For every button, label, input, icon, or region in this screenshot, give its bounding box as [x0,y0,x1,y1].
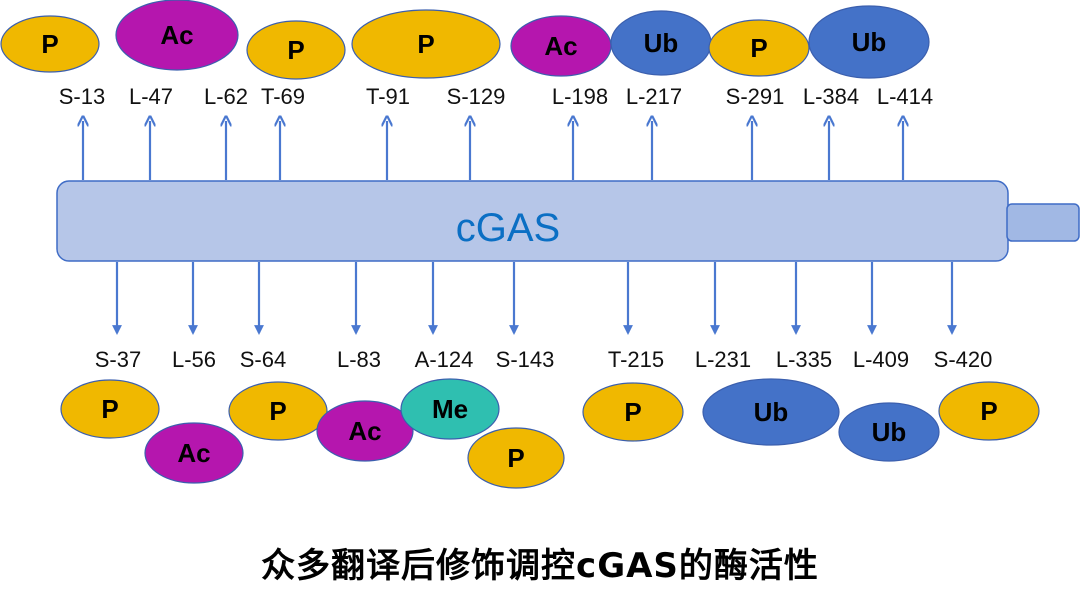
site-label: T-91 [366,84,410,109]
site-label: L-217 [626,84,682,109]
badge-ellipse [246,20,346,80]
modification-badge-ac: Ac [316,400,414,462]
site-label: L-414 [877,84,933,109]
badge-label: Ac [177,438,210,468]
modification-badge-p: P [60,379,160,439]
site-label: L-335 [776,347,832,372]
site-label: S-420 [934,347,993,372]
modification-badge-p: P [938,381,1040,441]
site-label: L-62 [204,84,248,109]
site-label: S-291 [726,84,785,109]
modification-badge-ub: Ub [702,378,840,446]
badge-label: P [41,29,58,59]
site-label: T-69 [261,84,305,109]
badge-ellipse [938,381,1040,441]
site-label: L-384 [803,84,859,109]
bottom-site-labels: S-37 L-56 S-64 L-83 A-124 S-143 T-215 L-231 L-33… [95,347,993,372]
badge-ellipse [228,381,328,441]
badge-ellipse [708,19,810,77]
badge-label: Ub [872,417,907,447]
site-label: L-409 [853,347,909,372]
badge-label: Ub [644,28,679,58]
badge-label: P [750,33,767,63]
top-arrows [83,121,903,180]
badge-label: Ac [544,31,577,61]
site-label: L-47 [129,84,173,109]
badge-label: P [287,35,304,65]
modification-badge-p: P [228,381,328,441]
badge-ellipse [582,382,684,442]
badge-label: P [980,396,997,426]
badge-label: Ub [852,27,887,57]
badge-label: P [624,397,641,427]
badge-ellipse [0,15,100,73]
cgas-protein: cGAS [56,180,1080,262]
badge-label: P [101,394,118,424]
site-label: S-37 [95,347,141,372]
badge-ellipse [144,422,244,484]
modification-badge-p: P [351,9,501,79]
modification-badge-ub: Ub [838,402,940,462]
protein-name: cGAS [456,206,560,250]
badge-label: Ac [160,20,193,50]
modification-badge-me: Me [400,378,500,440]
modification-badge-ac: Ac [144,422,244,484]
modification-badge-ac: Ac [115,0,239,71]
badge-ellipse [702,378,840,446]
badge-label: Me [432,394,468,424]
figure-caption: 众多翻译后修饰调控cGAS的酶活性 [261,546,819,586]
site-label: T-215 [608,347,664,372]
badge-label: P [269,396,286,426]
top-site-labels: S-13 L-47 L-62 T-69 T-91 S-129 L-198 L-217 S-291… [59,84,933,109]
badge-ellipse [400,378,500,440]
modification-badge-p: P [582,382,684,442]
badge-ellipse [838,402,940,462]
modification-badge-p: P [0,15,100,73]
modification-badge-ub: Ub [610,10,712,76]
site-label: A-124 [415,347,474,372]
modification-badge-ub: Ub [808,5,930,79]
site-label: S-13 [59,84,105,109]
site-label: S-143 [496,347,555,372]
badge-ellipse [316,400,414,462]
bottom-arrows [112,262,957,335]
modification-badge-p: P [467,427,565,489]
modification-badge-ac: Ac [510,15,612,77]
site-label: L-56 [172,347,216,372]
badge-ellipse [351,9,501,79]
modification-badge-p: P [708,19,810,77]
badge-label: P [417,29,434,59]
badge-ellipse [808,5,930,79]
badge-ellipse [60,379,160,439]
badge-ellipse [467,427,565,489]
cgas-c-terminal-tail [1006,203,1080,242]
badge-label: Ub [754,397,789,427]
site-label: S-129 [447,84,506,109]
site-label: L-231 [695,347,751,372]
badge-ellipse [115,0,239,71]
badge-label: Ac [348,416,381,446]
site-label: L-83 [337,347,381,372]
modification-badge-p: P [246,20,346,80]
badge-label: P [507,443,524,473]
site-label: S-64 [240,347,286,372]
site-label: L-198 [552,84,608,109]
